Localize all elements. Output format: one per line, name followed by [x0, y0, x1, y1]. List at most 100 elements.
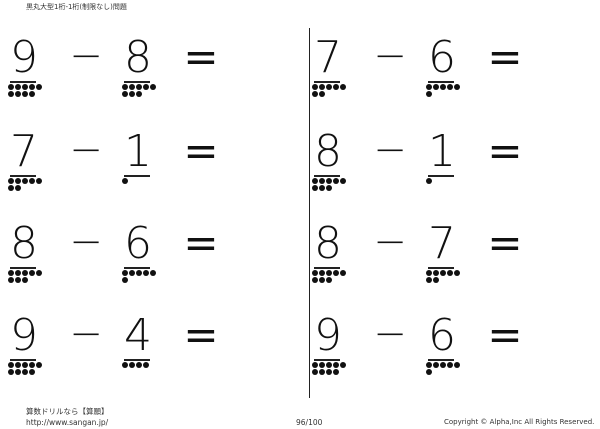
digit-underline: [124, 175, 150, 177]
subtrahend-digit: 8: [124, 32, 152, 83]
counting-dot: [326, 185, 332, 191]
counting-dot: [8, 91, 14, 97]
counting-dot: [122, 178, 128, 184]
dot-counter: [122, 178, 164, 185]
counting-dot: [22, 277, 28, 283]
counting-dot: [326, 84, 332, 90]
dot-row: [8, 362, 50, 369]
counting-dot: [319, 369, 325, 375]
counting-dot: [8, 178, 14, 184]
counting-dot: [136, 91, 142, 97]
digit-underline: [428, 175, 454, 177]
dot-counter: [8, 270, 50, 284]
digit-underline: [10, 359, 36, 361]
counting-dot: [15, 277, 21, 283]
counting-dot: [440, 84, 446, 90]
subtrahend: 6: [122, 220, 164, 292]
minus-sign: −: [69, 311, 103, 357]
digit-underline: [428, 359, 454, 361]
subtrahend-digit: 4: [124, 310, 152, 361]
dot-counter: [312, 178, 354, 192]
counting-dot: [122, 84, 128, 90]
counting-dot: [333, 84, 339, 90]
counting-dot: [143, 84, 149, 90]
dot-counter: [312, 362, 354, 376]
dot-row: [312, 178, 354, 185]
counting-dot: [426, 277, 432, 283]
counting-dot: [22, 270, 28, 276]
counting-dot: [319, 178, 325, 184]
counting-dot: [36, 270, 42, 276]
counting-dot: [36, 84, 42, 90]
counting-dot: [29, 362, 35, 368]
dot-counter: [8, 84, 50, 98]
dot-row: [8, 91, 50, 98]
digit-underline: [314, 175, 340, 177]
dot-row: [122, 277, 164, 284]
digit-underline: [314, 81, 340, 83]
footer-brand: 算数ドリルなら【算願】: [26, 407, 109, 416]
counting-dot: [129, 91, 135, 97]
equals-sign: =: [487, 310, 523, 359]
equals-sign: =: [487, 32, 523, 81]
dot-row: [426, 362, 468, 369]
counting-dot: [29, 270, 35, 276]
dot-row: [122, 270, 164, 277]
counting-dot: [340, 178, 346, 184]
minuend-digit: 9: [10, 32, 38, 83]
counting-dot: [433, 270, 439, 276]
counting-dot: [433, 277, 439, 283]
problem-2: 7 − 6 =: [312, 34, 552, 104]
counting-dot: [319, 84, 325, 90]
counting-dot: [433, 362, 439, 368]
dot-row: [122, 362, 164, 369]
counting-dot: [143, 362, 149, 368]
counting-dot: [312, 270, 318, 276]
counting-dot: [333, 362, 339, 368]
subtrahend-digit: 7: [428, 218, 456, 269]
counting-dot: [326, 369, 332, 375]
minuend-digit: 8: [10, 218, 38, 269]
counting-dot: [8, 369, 14, 375]
minuend: 9: [312, 312, 354, 384]
counting-dot: [454, 270, 460, 276]
page-number: 96/100: [296, 418, 323, 427]
counting-dot: [447, 362, 453, 368]
equals-sign: =: [487, 218, 523, 267]
counting-dot: [326, 277, 332, 283]
counting-dot: [333, 178, 339, 184]
counting-dot: [326, 178, 332, 184]
minus-sign: −: [373, 33, 407, 79]
subtrahend-digit: 6: [428, 32, 456, 83]
problem-6: 8 − 7 =: [312, 220, 552, 290]
dot-row: [312, 362, 354, 369]
digit-underline: [10, 81, 36, 83]
minuend: 7: [8, 128, 50, 200]
counting-dot: [22, 362, 28, 368]
dot-counter: [122, 270, 164, 284]
dot-row: [312, 84, 354, 91]
dot-row: [426, 277, 468, 284]
problem-8: 9 − 6 =: [312, 312, 552, 382]
counting-dot: [319, 362, 325, 368]
minuend: 9: [8, 312, 50, 384]
dot-row: [8, 369, 50, 376]
dot-row: [8, 84, 50, 91]
subtrahend: 6: [426, 312, 468, 384]
minuend-digit: 9: [314, 310, 342, 361]
counting-dot: [129, 84, 135, 90]
subtrahend: 1: [426, 128, 468, 200]
digit-underline: [124, 359, 150, 361]
counting-dot: [15, 362, 21, 368]
counting-dot: [129, 270, 135, 276]
counting-dot: [426, 270, 432, 276]
dot-row: [122, 178, 164, 185]
counting-dot: [15, 178, 21, 184]
dot-row: [122, 84, 164, 91]
counting-dot: [8, 270, 14, 276]
footer-url-link[interactable]: http://www.sangan.jp/: [26, 418, 109, 427]
problem-5: 8 − 6 =: [8, 220, 248, 290]
dot-counter: [426, 178, 468, 185]
minuend-digit: 7: [10, 126, 38, 177]
counting-dot: [122, 270, 128, 276]
